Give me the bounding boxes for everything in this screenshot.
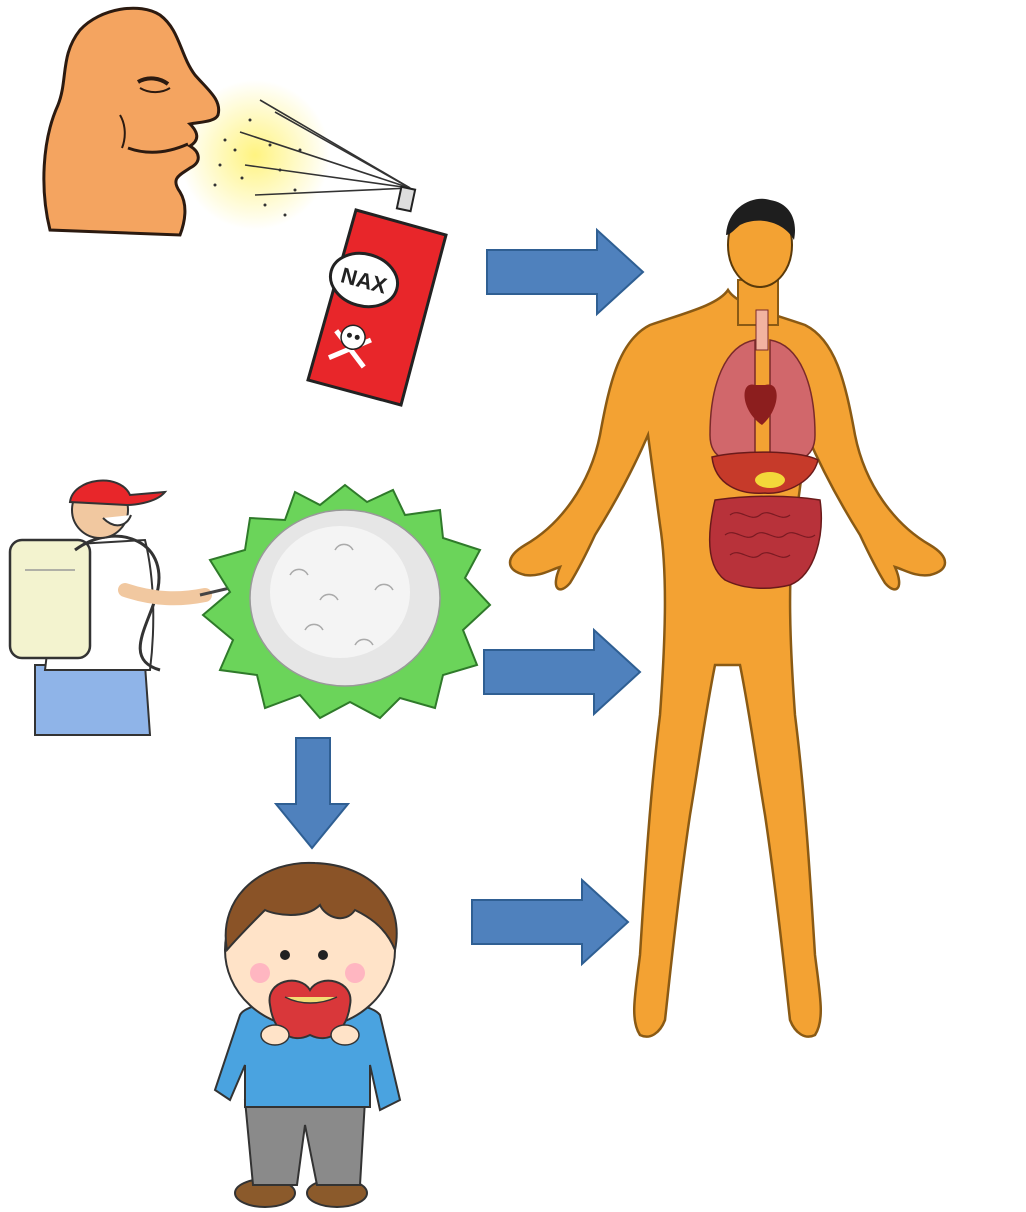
child-eating-apple-icon (205, 855, 420, 1210)
arrow-right-icon (468, 876, 634, 968)
arrow-down-icon (272, 734, 352, 852)
spray-can: NAX (296, 180, 456, 410)
sprayed-bush (195, 480, 495, 720)
arrow-right-icon (483, 226, 649, 318)
child-scene (205, 855, 420, 1210)
sprayed-bush-icon (195, 480, 495, 720)
insecticide-spray-can-icon: NAX (296, 180, 456, 410)
arrow-right-icon (480, 626, 646, 718)
